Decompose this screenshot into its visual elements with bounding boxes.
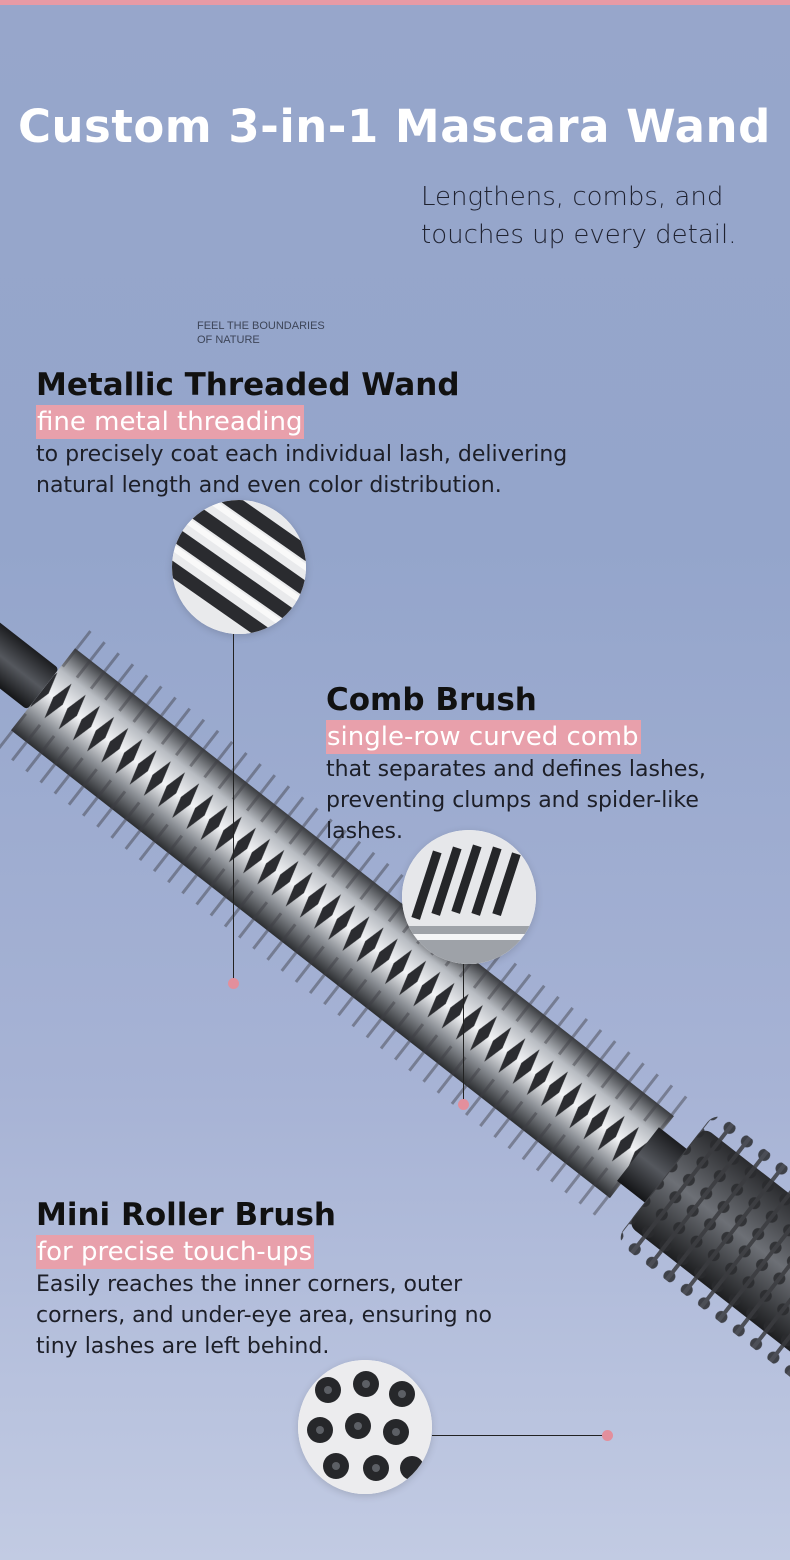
feature-highlight: for precise touch-ups [36,1235,315,1269]
feature-title: Mini Roller Brush [36,1197,336,1233]
leader-line-1 [233,634,234,982]
feature-title: Metallic Threaded Wand [36,367,460,403]
top-accent-bar [0,0,790,5]
feature-description: Easily reaches the inner corners, outer … [36,1272,493,1359]
feature-metallic-threaded-wand: Metallic Threaded Wand fine metal thread… [36,365,636,501]
comb-teeth-closeup-icon [402,830,536,964]
feature-description: that separates and defines lashes, preve… [326,757,706,844]
tagline-line-1: FEEL THE BOUNDARIES [197,320,325,332]
feature-highlight: single-row curved comb [326,720,641,754]
feature-comb-brush: Comb Brush single-row curved comb that s… [326,680,766,847]
feature-description: to precisely coat each individual lash, … [36,442,568,498]
page-title: Custom 3-in-1 Mascara Wand [18,100,771,153]
feature-title: Comb Brush [326,682,537,718]
tagline-line-2: OF NATURE [197,334,260,346]
threaded-bristles-closeup-icon [172,500,306,634]
leader-line-2 [463,964,464,1104]
callout-dot-2 [458,1099,469,1110]
page-subtitle: Lengthens, combs, and touches up every d… [421,182,737,250]
feature-highlight: fine metal threading [36,405,305,439]
roller-brush-closeup-icon [298,1360,432,1494]
feature-mini-roller-brush: Mini Roller Brush for precise touch-ups … [36,1195,506,1362]
callout-dot-1 [228,978,239,989]
tagline: FEEL THE BOUNDARIES OF NATURE [197,319,397,347]
callout-dot-3 [602,1430,613,1441]
leader-line-3 [432,1435,607,1436]
